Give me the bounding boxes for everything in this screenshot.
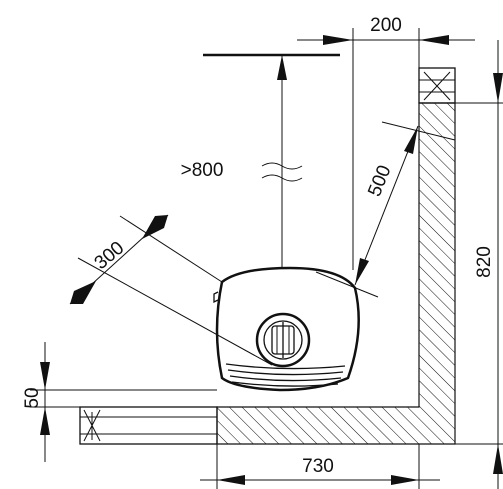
label-730: 730 <box>302 456 334 477</box>
stove-outline <box>213 266 360 392</box>
dimension-730: 730 <box>200 407 440 489</box>
dimension-800: >800 <box>181 53 340 268</box>
label-800: >800 <box>181 160 224 181</box>
dimension-50: 50 <box>22 342 217 462</box>
floor-end-cap <box>79 406 218 445</box>
stove-body <box>215 266 360 392</box>
wall-section <box>79 67 456 445</box>
label-50: 50 <box>22 387 43 408</box>
dimension-820: 820 <box>455 40 503 489</box>
label-820: 820 <box>474 246 495 278</box>
label-200: 200 <box>370 15 402 36</box>
dimension-200: 200 <box>297 15 475 270</box>
flue-outer-ring <box>255 312 311 368</box>
dimension-300: 300 <box>69 214 273 366</box>
wall-top-cap <box>418 67 456 104</box>
flue-inner-ring <box>263 320 303 360</box>
